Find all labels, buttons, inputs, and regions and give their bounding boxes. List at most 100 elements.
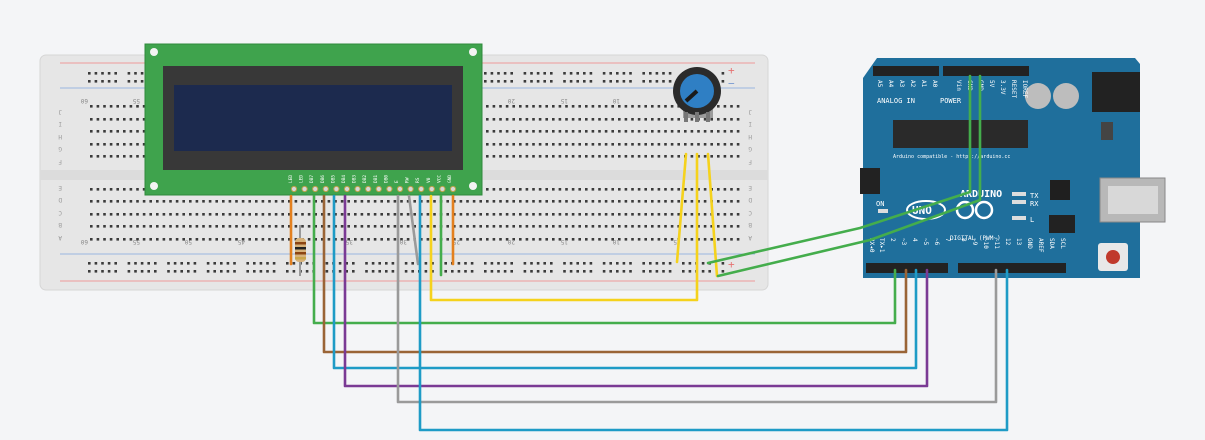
breadboard-hole xyxy=(723,130,727,133)
breadboard-hole xyxy=(281,225,284,228)
on-led xyxy=(878,209,888,213)
lcd-screen xyxy=(174,85,452,151)
breadboard-hole xyxy=(470,270,474,273)
breadboard-hole xyxy=(591,143,595,146)
wire-lcd-rs-d12[interactable] xyxy=(418,194,1009,432)
breadboard-hole xyxy=(670,225,674,228)
breadboard-hole xyxy=(569,262,573,265)
breadboard-hole xyxy=(241,213,245,216)
breadboard-hole xyxy=(655,72,659,75)
breadboard-hole xyxy=(292,270,296,273)
breadboard-hole xyxy=(563,80,566,83)
breadboard-hole xyxy=(107,72,111,75)
icsp-header xyxy=(860,168,880,194)
breadboard-hole xyxy=(668,80,672,83)
breadboard-hole xyxy=(710,118,713,121)
breadboard-hole xyxy=(723,225,727,228)
breadboard-hole xyxy=(723,213,727,216)
breadboard-hole xyxy=(228,213,232,216)
wire-lcd-v0-pot[interactable] xyxy=(429,152,699,302)
wire-pot-left[interactable] xyxy=(675,152,688,264)
breadboard-hole xyxy=(530,72,533,75)
breadboard-hole xyxy=(400,238,403,241)
breadboard-hole xyxy=(519,200,522,203)
digital-header-low xyxy=(866,263,948,273)
breadboard-hole xyxy=(182,200,185,203)
wire-rail-5v-arduino[interactable] xyxy=(716,74,982,278)
breadboard-hole xyxy=(512,143,515,146)
breadboard-hole xyxy=(446,200,449,203)
breadboard-hole xyxy=(510,72,513,75)
wire-lcd-db6-d3[interactable] xyxy=(322,194,908,354)
column-number-label: 20 xyxy=(507,238,515,245)
lcd-module[interactable]: GNDVCCV0RSRWEDB0DB1DB2DB3DB4DB5DB6DB7LED… xyxy=(144,43,483,196)
breadboard-hole xyxy=(169,238,172,241)
lcd-pin-label: E xyxy=(394,180,400,183)
wire-lcd-db7-d2[interactable] xyxy=(312,194,897,325)
breadboard-hole xyxy=(591,155,595,158)
breadboard-hole xyxy=(523,72,527,75)
breadboard-hole xyxy=(668,72,672,75)
breadboard-hole xyxy=(413,225,416,228)
breadboard-hole xyxy=(433,213,436,216)
breadboard-hole xyxy=(519,213,522,216)
breadboard-hole xyxy=(281,200,284,203)
breadboard-hole xyxy=(503,72,507,75)
breadboard-hole xyxy=(301,213,304,216)
breadboard-hole xyxy=(459,238,463,241)
potentiometer[interactable] xyxy=(673,67,721,122)
breadboard-hole xyxy=(538,225,542,228)
breadboard-hole xyxy=(400,225,403,228)
breadboard-hole xyxy=(637,225,641,228)
tx-label: TX xyxy=(1030,192,1039,200)
breadboard-hole xyxy=(618,155,621,158)
wire-lcd-db4-d5[interactable] xyxy=(343,194,929,388)
breadboard-hole xyxy=(649,262,652,265)
wire-rail-gnd-arduino[interactable] xyxy=(706,74,972,265)
breadboard-hole xyxy=(451,270,454,273)
breadboard-hole xyxy=(457,262,461,265)
breadboard-hole xyxy=(147,262,150,265)
breadboard-hole xyxy=(730,225,733,228)
breadboard-hole xyxy=(602,80,606,83)
breadboard-hole xyxy=(545,118,548,121)
breadboard-hole xyxy=(637,188,641,191)
breadboard-hole xyxy=(519,238,522,241)
breadboard-hole xyxy=(288,213,291,216)
breadboard-hole xyxy=(136,225,139,228)
column-number-label: 60 xyxy=(80,238,88,245)
digital-label: DIGITAL (PWM~) xyxy=(950,235,1001,242)
breadboard-hole xyxy=(602,270,606,273)
breadboard-hole xyxy=(604,238,608,241)
breadboard-hole xyxy=(103,238,106,241)
breadboard-hole xyxy=(604,130,608,133)
wire-pot-right[interactable] xyxy=(706,152,719,278)
breadboard-hole xyxy=(140,80,144,83)
breadboard-hole xyxy=(103,225,106,228)
breadboard-hole xyxy=(723,188,727,191)
breadboard-hole xyxy=(684,238,687,241)
breadboard-hole xyxy=(598,105,601,108)
breadboard-hole xyxy=(670,188,674,191)
breadboard-hole xyxy=(466,213,469,216)
lcd-pin-label: RW xyxy=(405,177,411,183)
wire-lcd-e-d11[interactable] xyxy=(396,194,998,404)
breadboard-hole xyxy=(129,225,133,228)
lcd-pin-pad xyxy=(375,185,382,193)
breadboard-hole xyxy=(486,200,489,203)
breadboard-hole xyxy=(591,200,595,203)
breadboard-hole xyxy=(550,80,553,83)
breadboard-hole xyxy=(255,225,258,228)
breadboard-hole xyxy=(208,238,212,241)
wire-lcd-db5-d4[interactable] xyxy=(332,194,918,370)
breadboard-hole xyxy=(644,143,647,146)
wire-lcd-rw-gnd[interactable] xyxy=(407,194,420,266)
breadboard-hole xyxy=(670,155,674,158)
breadboard-hole xyxy=(334,213,337,216)
breadboard-hole xyxy=(208,225,212,228)
resistor[interactable] xyxy=(295,225,306,276)
dc-power-jack[interactable] xyxy=(1092,72,1140,112)
breadboard-hole xyxy=(314,225,317,228)
breadboard-hole xyxy=(609,72,612,75)
